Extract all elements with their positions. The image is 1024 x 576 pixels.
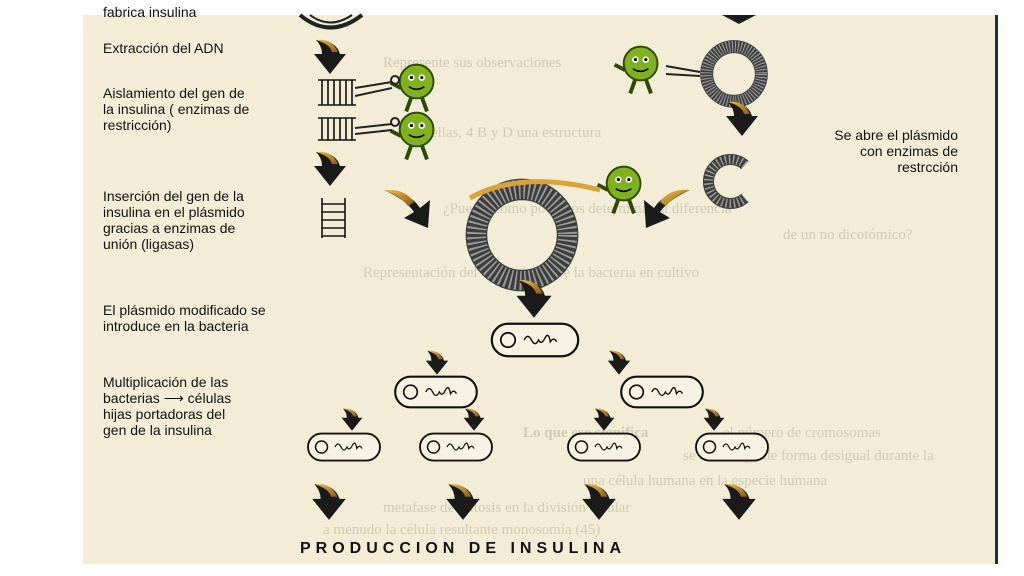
opened-plasmid-icon [702,154,749,209]
diagram-title: PRODUCCION DE INSULINA [300,540,627,557]
scissors-icon [354,65,701,135]
down-arrow-icon [425,350,449,375]
down-arrow-icon [341,408,363,431]
down-arrow-icon [463,408,485,431]
down-arrow-icon [582,483,616,520]
bacterium-icon [694,432,770,462]
scanned-page: Represente sus observaciones en ellas, 4… [83,15,996,564]
bacterium-icon [566,432,642,462]
arrow-top-right [722,15,756,24]
down-arrow-icon [314,151,346,186]
restriction-enzyme-icon [612,44,660,96]
ghost-text: de un no dicotómico? [783,227,913,243]
down-arrow-icon [593,408,615,431]
ghost-text: Represente sus observaciones [383,55,562,71]
bacterium-icon [393,375,479,409]
ghost-text: metafase de mitosis en la división celul… [383,500,631,516]
bacterium-icon [492,324,578,356]
insulin-gene-insert [468,179,601,201]
label-extraction: Extracción del ADN [103,40,224,56]
down-arrow-icon [312,483,346,520]
bacterium-icon [418,432,494,462]
restriction-enzyme-icon [388,62,436,114]
down-arrow-icon [722,483,756,520]
plasmid-top-left [298,13,364,30]
right-arrow-icon: ⟶ [163,390,184,406]
ligase-enzyme-icon [595,164,643,216]
bacterium-icon [619,375,705,409]
converging-arrow-left [384,189,430,228]
label-multiplication: Multiplicación de las bacterias ⟶ célula… [103,374,232,438]
dna-fragment [318,117,356,141]
down-arrow-icon [607,350,631,375]
ghost-text: una célula humana en la especie humana [583,473,828,489]
ghost-text: en ellas, 4 B y D una estructura [413,125,602,141]
down-arrow-icon [446,483,480,520]
label-top-cut: fabrica insulina [103,4,197,20]
ghost-text: a menudo la célula resultante monosomía … [323,522,601,538]
recombinant-plasmid-icon [476,189,567,280]
down-arrow-icon [314,39,346,74]
plasmid-icon [707,47,762,102]
down-arrow-icon [703,408,725,431]
bacterium-icon [306,432,382,462]
page-edge-line [995,15,998,564]
insulin-gene-fragment [321,198,346,238]
dna-fragment [318,79,356,106]
converging-arrow-right [644,189,690,228]
